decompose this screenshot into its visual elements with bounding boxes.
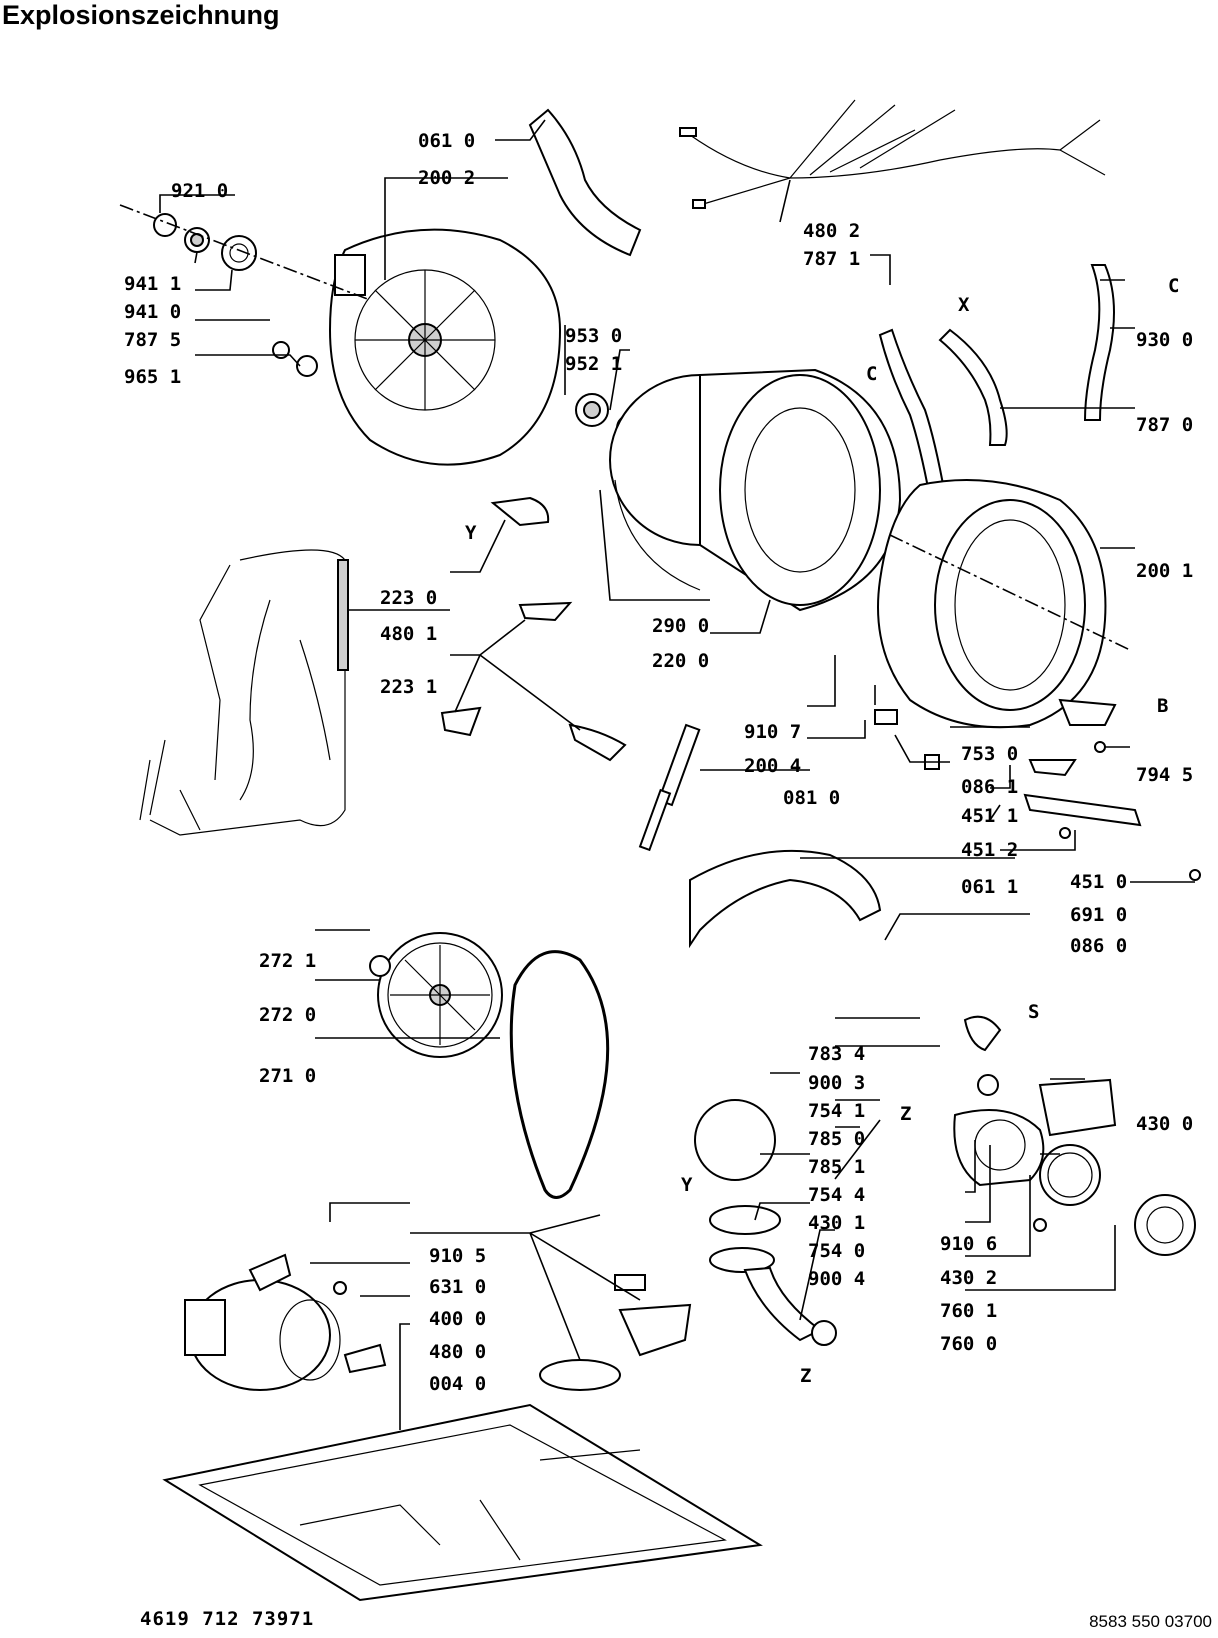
label-910-6: 910 6	[940, 1233, 997, 1255]
label-451-1: 451 1	[961, 805, 1018, 827]
bracket-223-1a	[518, 601, 573, 622]
label-061-1: 061 1	[961, 876, 1018, 898]
label-631-0: 631 0	[429, 1276, 486, 1298]
weight-segment-part	[528, 108, 642, 257]
bracket-223-1b	[440, 706, 482, 737]
marker-y-bottom: Y	[681, 1174, 693, 1196]
label-691-0: 691 0	[1070, 904, 1127, 926]
marker-x: X	[958, 294, 970, 316]
label-223-1: 223 1	[380, 676, 437, 698]
label-760-1: 760 1	[940, 1300, 997, 1322]
label-754-1: 754 1	[808, 1100, 865, 1122]
label-480-1: 480 1	[380, 623, 437, 645]
letter-markers: X C C Y B S Z Y Z	[465, 275, 1179, 1387]
motor-part	[184, 1253, 387, 1391]
main-harness-part	[139, 549, 349, 836]
label-787-0: 787 0	[1136, 414, 1193, 436]
label-754-0: 754 0	[808, 1240, 865, 1262]
counterweight-part	[689, 849, 882, 949]
document-code-left: 4619 712 73971	[140, 1608, 315, 1630]
sump-hose-part	[709, 1205, 837, 1346]
label-272-1: 272 1	[259, 950, 316, 972]
label-480-2: 480 2	[803, 220, 860, 242]
label-921-0: 921 0	[171, 180, 228, 202]
label-941-0: 941 0	[124, 301, 181, 323]
label-785-0: 785 0	[808, 1128, 865, 1150]
marker-c-right: C	[1168, 275, 1179, 297]
label-754-4: 754 4	[808, 1184, 865, 1206]
drain-pump-part	[694, 1015, 1196, 1256]
marker-c-left: C	[866, 363, 877, 385]
part-labels: 061 0 200 2 921 0 941 1 941 0 787 5 965 …	[124, 130, 1193, 1395]
label-081-0: 081 0	[783, 787, 840, 809]
pulley-part	[369, 932, 503, 1058]
marker-z-bottom: Z	[800, 1365, 811, 1387]
label-200-2: 200 2	[418, 167, 475, 189]
label-910-5: 910 5	[429, 1245, 486, 1267]
label-787-1: 787 1	[803, 248, 860, 270]
label-480-0: 480 0	[429, 1341, 486, 1363]
label-953-0: 953 0	[565, 325, 622, 347]
page-title: Explosionszeichnung	[2, 0, 280, 30]
base-frame-part	[162, 1403, 763, 1602]
label-061-0: 061 0	[418, 130, 475, 152]
label-004-0: 004 0	[429, 1373, 486, 1395]
shock-absorber-part	[638, 723, 701, 852]
label-941-1: 941 1	[124, 273, 181, 295]
front-tub-part	[877, 479, 1107, 729]
drive-belt-part	[509, 950, 610, 1199]
label-783-4: 783 4	[808, 1043, 865, 1065]
label-290-0: 290 0	[652, 615, 709, 637]
marker-y-top: Y	[465, 522, 477, 544]
label-785-1: 785 1	[808, 1156, 865, 1178]
marker-z-top: Z	[900, 1103, 911, 1125]
label-952-1: 952 1	[565, 353, 622, 375]
label-272-0: 272 0	[259, 1004, 316, 1026]
hose-part	[878, 264, 1115, 500]
bracket-223-0	[490, 496, 550, 527]
label-900-3: 900 3	[808, 1072, 865, 1094]
label-965-1: 965 1	[124, 366, 181, 388]
label-200-1: 200 1	[1136, 560, 1193, 582]
label-223-0: 223 0	[380, 587, 437, 609]
drum-part	[609, 368, 902, 612]
heater-part	[874, 685, 1201, 881]
marker-s: S	[1028, 1001, 1039, 1023]
label-430-1: 430 1	[808, 1212, 865, 1234]
dispenser-parts	[539, 1274, 692, 1391]
marker-b: B	[1157, 695, 1168, 717]
document-code-right: 8583 550 03700	[1089, 1612, 1212, 1631]
label-787-5: 787 5	[124, 329, 181, 351]
label-086-1: 086 1	[961, 776, 1018, 798]
label-430-2: 430 2	[940, 1267, 997, 1289]
label-220-0: 220 0	[652, 650, 709, 672]
leader-lines	[119, 119, 1195, 1430]
label-086-0: 086 0	[1070, 935, 1127, 957]
label-430-0: 430 0	[1136, 1113, 1193, 1135]
label-794-5: 794 5	[1136, 764, 1193, 786]
label-900-4: 900 4	[808, 1268, 865, 1290]
label-451-2: 451 2	[961, 839, 1018, 861]
label-200-4: 200 4	[744, 755, 801, 777]
label-930-0: 930 0	[1136, 329, 1193, 351]
label-451-0: 451 0	[1070, 871, 1127, 893]
label-910-7: 910 7	[744, 721, 801, 743]
label-271-0: 271 0	[259, 1065, 316, 1087]
label-753-0: 753 0	[961, 743, 1018, 765]
label-760-0: 760 0	[940, 1333, 997, 1355]
bracket-223-1c	[568, 723, 627, 762]
rear-tub-part	[328, 228, 562, 466]
wire-harness-part	[679, 99, 1106, 209]
label-400-0: 400 0	[429, 1308, 486, 1330]
